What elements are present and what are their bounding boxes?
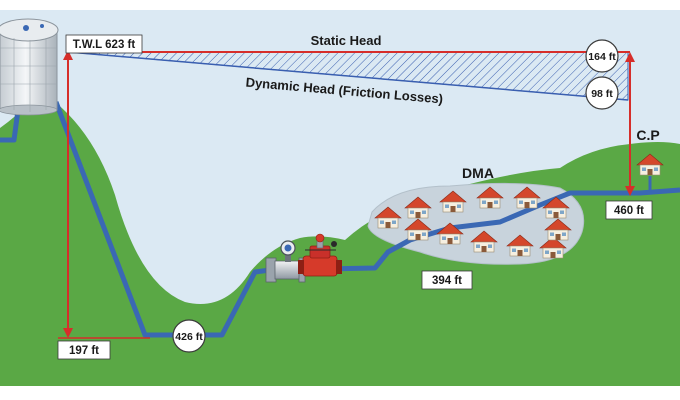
dynamic-head-line [67, 51, 629, 101]
tank-outlet-pipe [0, 109, 21, 143]
pressure-reducing-valve [298, 233, 342, 277]
static-pressure-circle: 164 ft [585, 39, 619, 73]
cp-height-arrow [625, 52, 635, 196]
twl-box: T.W.L 623 ft [65, 34, 143, 54]
cp-elevation-box: 460 ft [605, 200, 653, 220]
cp-elevation-value: 460 ft [614, 205, 644, 217]
ground-terrain [0, 102, 680, 386]
static-pressure-value: 164 ft [588, 51, 616, 63]
dynamic-pressure-circle: 98 ft [585, 76, 619, 110]
dma-elevation-box: 394 ft [421, 270, 473, 290]
water-tank [0, 18, 59, 116]
dma-label: DMA [462, 165, 494, 181]
tank-height-arrow [58, 50, 150, 339]
distribution-pipe [53, 101, 680, 338]
static-head-label: Static Head [311, 33, 382, 48]
low-point-box: 197 ft [57, 340, 111, 360]
low-point-value: 197 ft [69, 345, 99, 357]
cp-label: C.P [636, 127, 659, 143]
dynamic-pressure-value: 98 ft [591, 88, 613, 100]
dma-elevation-value: 394 ft [432, 275, 462, 287]
valve-pressure-value: 426 ft [175, 331, 203, 343]
twl-value: T.W.L 623 ft [73, 39, 136, 51]
valve-pressure-circle: 426 ft [172, 319, 206, 353]
